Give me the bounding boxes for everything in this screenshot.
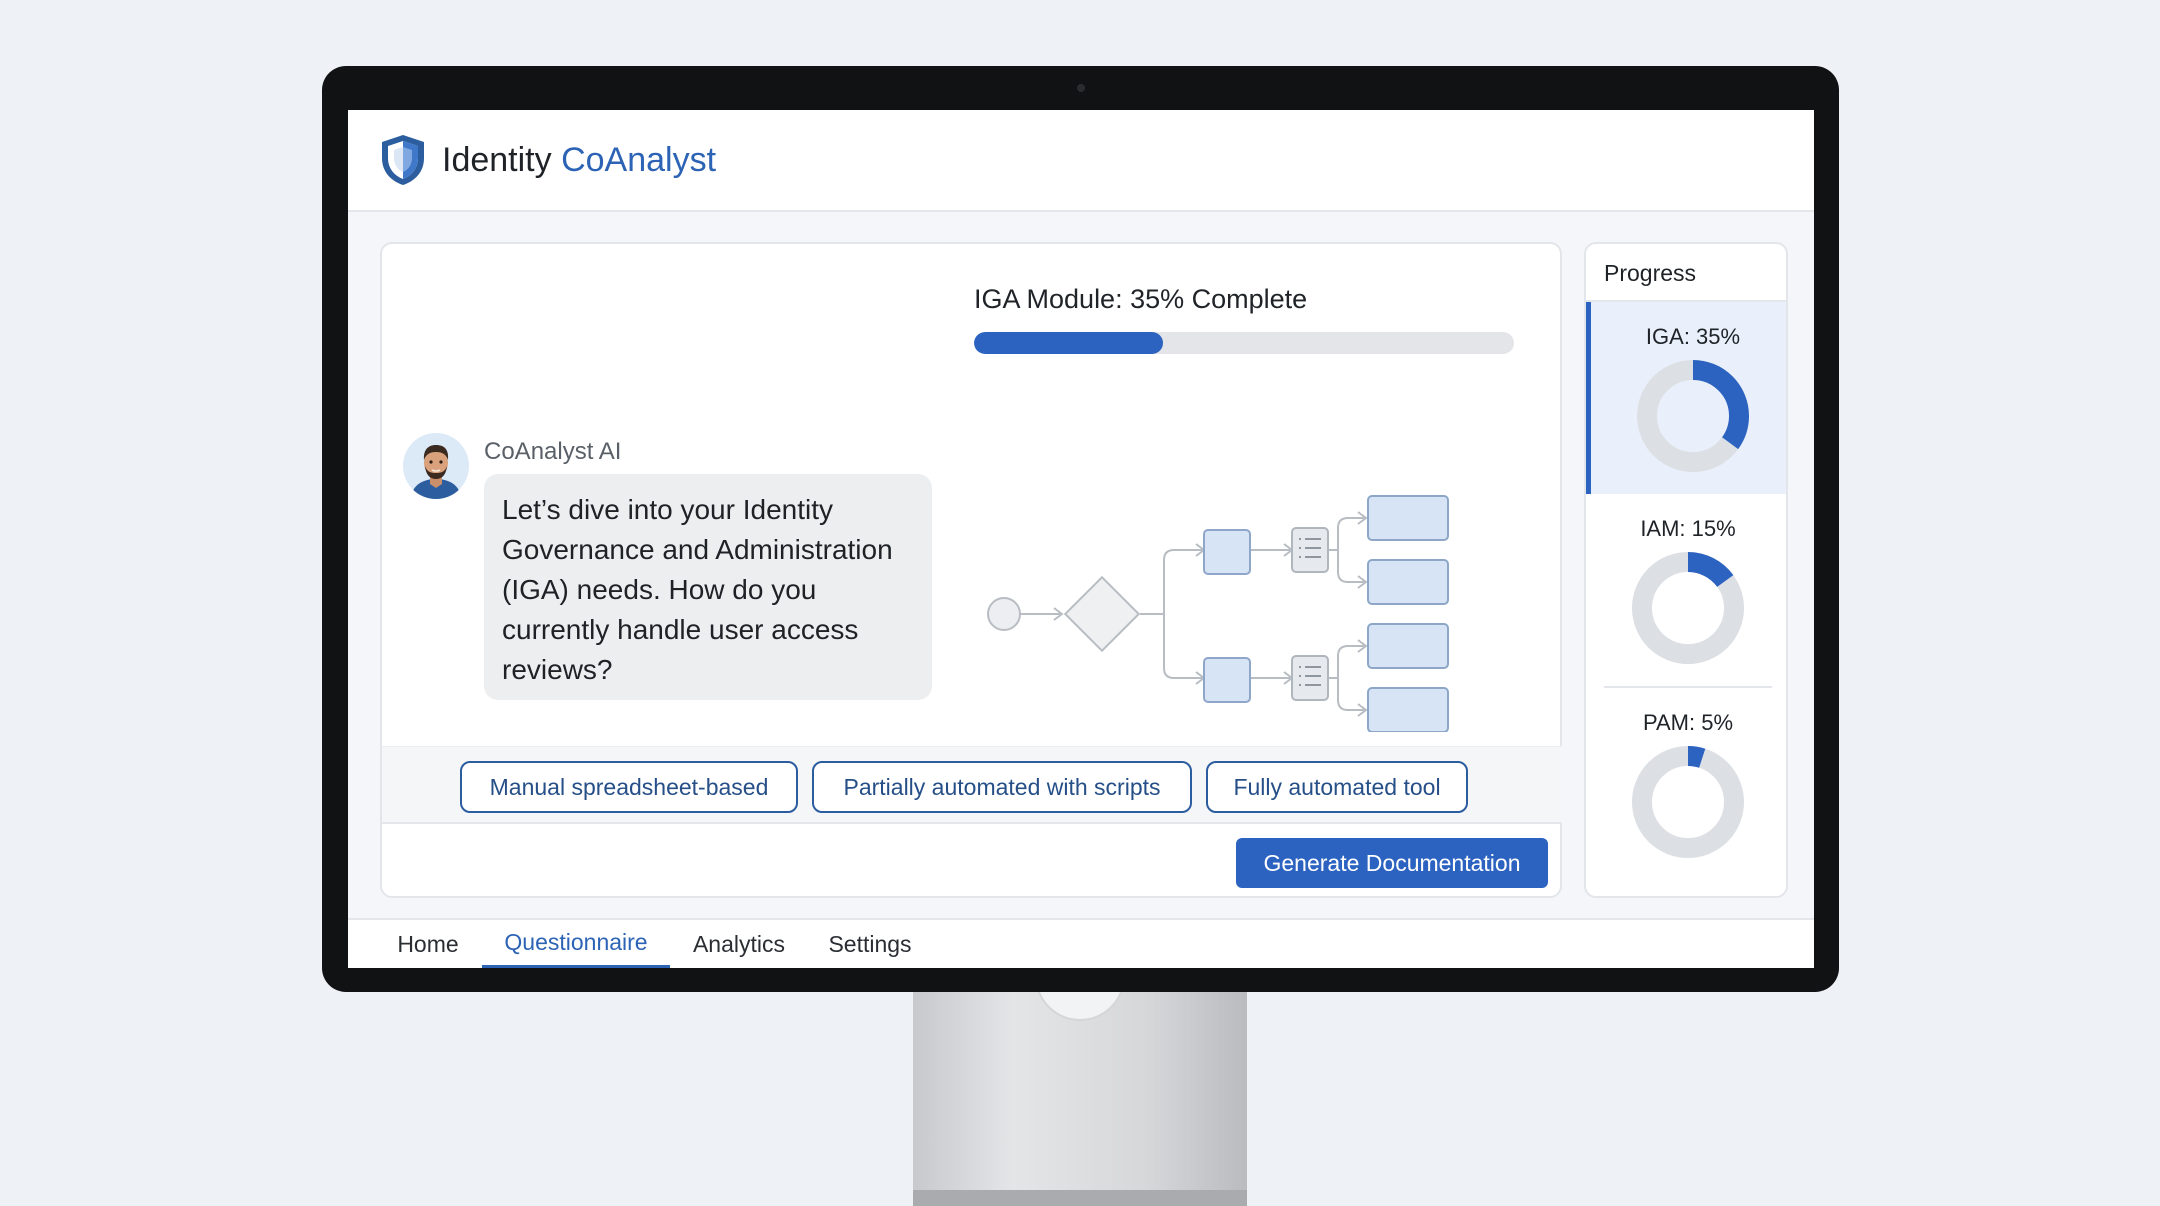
panel-divider <box>1586 300 1786 302</box>
shield-logo-icon <box>382 135 424 185</box>
metric-iam-label: IAM: 15% <box>1640 516 1736 541</box>
workflow-diagram <box>987 495 1449 732</box>
brand-primary: Identity <box>442 140 552 179</box>
iam-donut-chart <box>1632 552 1744 664</box>
questionnaire-card: IGA Module: 35% Complete CoAnalyst AI Le… <box>380 242 1562 898</box>
module-progress-title: IGA Module: 35% Complete <box>974 284 1308 314</box>
tab-analytics[interactable]: Analytics <box>692 930 786 957</box>
brand-accent: CoAnalyst <box>561 140 717 179</box>
answer-fully-automated-button[interactable]: Fully automated tool <box>1206 761 1468 813</box>
ai-avatar <box>403 433 469 499</box>
iga-donut-chart <box>1637 360 1749 472</box>
chat-message-bubble: Let’s dive into your Identity Governance… <box>484 474 932 700</box>
monitor-stand <box>913 985 1247 1206</box>
bottom-tab-bar: Home Questionnaire Analytics Settings <box>348 918 1814 968</box>
chat-sender-name: CoAnalyst AI <box>484 438 622 465</box>
metric-pam-label: PAM: 5% <box>1642 710 1734 735</box>
answer-manual-spreadsheet-button[interactable]: Manual spreadsheet-based <box>460 761 798 813</box>
module-progress-fill <box>974 332 1163 354</box>
answer-partially-automated-button[interactable]: Partially automated with scripts <box>812 761 1192 813</box>
metric-iam[interactable]: IAM: 15% <box>1586 494 1786 686</box>
generate-documentation-button[interactable]: Generate Documentation <box>1236 838 1548 888</box>
tab-home[interactable]: Home <box>397 930 459 957</box>
app-screen: Identity CoAnalyst IGA Module: 35% Compl… <box>348 110 1814 968</box>
progress-panel-title: Progress <box>1604 260 1697 286</box>
pam-donut-chart <box>1632 746 1744 858</box>
tab-questionnaire[interactable]: Questionnaire <box>482 920 670 968</box>
metric-pam[interactable]: PAM: 5% <box>1586 688 1786 880</box>
answer-options: Manual spreadsheet-based Partially autom… <box>382 746 1562 824</box>
app-header: Identity CoAnalyst <box>348 110 1814 212</box>
metric-iga-label: IGA: 35% <box>1645 324 1741 349</box>
app-brand: Identity CoAnalyst <box>442 141 716 180</box>
webcam <box>1077 84 1085 92</box>
progress-panel: Progress IGA: 35% IAM: 15% PAM: 5% <box>1584 242 1788 898</box>
module-progress-bar <box>974 332 1514 354</box>
tab-settings[interactable]: Settings <box>828 930 912 957</box>
metric-iga[interactable]: IGA: 35% <box>1586 302 1786 494</box>
metric-divider <box>1604 686 1772 688</box>
